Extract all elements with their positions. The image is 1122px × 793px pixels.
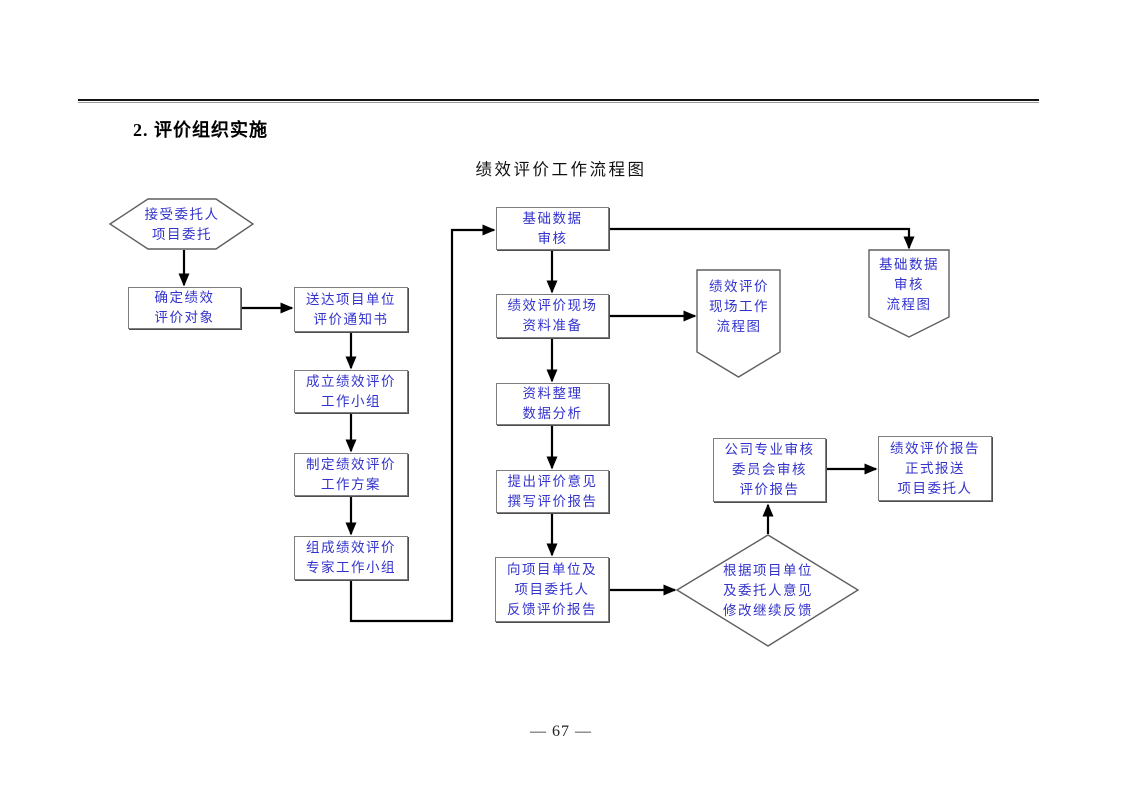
page-number: — 67 — [530,723,592,740]
node-data-analysis: 资料整理 数据分析 [496,383,609,425]
label-accept-commission: 接受委托人 项目委托 [144,207,220,242]
node-expert-workgroup: 组成绩效评价 专家工作小组 [294,536,408,580]
node-site-material-prep: 绩效评价现场 资料准备 [496,294,609,338]
label-basic-data-review-flowchart: 基础数据 审核 流程图 [879,257,939,312]
node-formal-submission: 绩效评价报告 正式报送 项目委托人 [878,436,992,501]
section-heading: 2. 评价组织实施 [133,120,268,140]
node-establish-workgroup: 成立绩效评价 工作小组 [294,370,408,413]
connector-expert-to-basic-review [349,224,496,623]
pentagon-site-work-flowchart [696,269,781,378]
node-deliver-notice: 送达项目单位 评价通知书 [294,287,408,332]
diagram-title: 绩效评价工作流程图 [475,160,647,179]
page-top-rule [78,99,1039,103]
pentagon-basic-data-review-flowchart [868,249,950,338]
label-site-work-flowchart: 绩效评价 现场工作 流程图 [709,279,769,334]
diamond-revise-feedback-decision [675,534,860,647]
node-determine-object: 确定绩效 评价对象 [128,287,241,329]
node-formulate-plan: 制定绩效评价 工作方案 [294,453,408,496]
node-committee-review: 公司专业审核 委员会审核 评价报告 [713,438,826,502]
hexagon-accept-commission [108,198,255,250]
node-draft-report: 提出评价意见 撰写评价报告 [496,470,609,513]
connector-basic-review-to-review-flowchart [609,227,915,250]
node-basic-data-review: 基础数据 审核 [496,207,609,250]
label-revise-feedback-decision: 根据项目单位 及委托人意见 修改继续反馈 [723,563,813,618]
node-feedback-report: 向项目单位及 项目委托人 反馈评价报告 [495,557,609,622]
